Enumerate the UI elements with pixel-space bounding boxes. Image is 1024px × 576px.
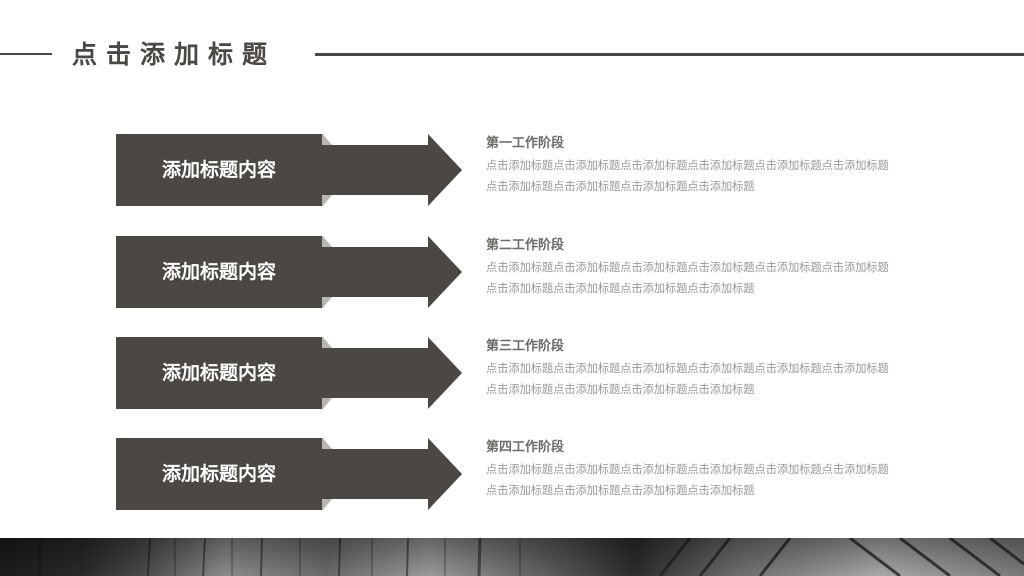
arrow-shape bbox=[116, 235, 462, 309]
step-body-line[interactable]: 点击添加标题点击添加标题点击添加标题点击添加标题 bbox=[486, 382, 755, 396]
step-body-line[interactable]: 点击添加标题点击添加标题点击添加标题点击添加标题 bbox=[486, 179, 755, 193]
box-label[interactable]: 添加标题内容 bbox=[161, 159, 276, 181]
step-text: 第三工作阶段 点击添加标题点击添加标题点击添加标题点击添加标题点击添加标题点击添… bbox=[486, 338, 946, 400]
step-body-line[interactable]: 点击添加标题点击添加标题点击添加标题点击添加标题点击添加标题点击添加标题 bbox=[486, 159, 889, 172]
box-label[interactable]: 添加标题内容 bbox=[161, 362, 276, 384]
photo-image bbox=[0, 538, 1024, 576]
arrow-shape bbox=[116, 437, 462, 511]
bottom-photo-strip bbox=[0, 538, 1024, 576]
step-text: 第一工作阶段 点击添加标题点击添加标题点击添加标题点击添加标题点击添加标题点击添… bbox=[486, 135, 946, 197]
arrow-shape bbox=[116, 336, 462, 410]
arrow-shape bbox=[116, 133, 462, 207]
step-row-2: 添加标题内容 第二工作阶段 点击添加标题点击添加标题点击添加标题点击添加标题点击… bbox=[0, 235, 1024, 311]
step-row-4: 添加标题内容 第四工作阶段 点击添加标题点击添加标题点击添加标题点击添加标题点击… bbox=[0, 437, 1024, 513]
step-text: 第二工作阶段 点击添加标题点击添加标题点击添加标题点击添加标题点击添加标题点击添… bbox=[486, 237, 946, 299]
step-heading[interactable]: 第三工作阶段 bbox=[486, 339, 565, 354]
step-body-line[interactable]: 点击添加标题点击添加标题点击添加标题点击添加标题点击添加标题点击添加标题 bbox=[486, 362, 889, 375]
step-body-line[interactable]: 点击添加标题点击添加标题点击添加标题点击添加标题点击添加标题点击添加标题 bbox=[486, 261, 889, 274]
step-body-line[interactable]: 点击添加标题点击添加标题点击添加标题点击添加标题点击添加标题点击添加标题 bbox=[486, 463, 889, 476]
step-row-3: 添加标题内容 第三工作阶段 点击添加标题点击添加标题点击添加标题点击添加标题点击… bbox=[0, 336, 1024, 412]
step-body-line[interactable]: 点击添加标题点击添加标题点击添加标题点击添加标题 bbox=[486, 281, 755, 295]
box-label[interactable]: 添加标题内容 bbox=[161, 261, 276, 283]
page-title[interactable]: 点击添加标题 bbox=[72, 40, 277, 69]
header-line-left bbox=[0, 53, 52, 55]
step-body-line[interactable]: 点击添加标题点击添加标题点击添加标题点击添加标题 bbox=[486, 483, 755, 497]
header-line-right bbox=[315, 53, 1024, 56]
step-heading[interactable]: 第二工作阶段 bbox=[486, 238, 565, 253]
box-label[interactable]: 添加标题内容 bbox=[161, 463, 276, 485]
step-heading[interactable]: 第一工作阶段 bbox=[486, 136, 565, 151]
step-heading[interactable]: 第四工作阶段 bbox=[486, 440, 565, 455]
step-row-1: 添加标题内容 第一工作阶段 点击添加标题点击添加标题点击添加标题点击添加标题点击… bbox=[0, 133, 1024, 209]
step-text: 第四工作阶段 点击添加标题点击添加标题点击添加标题点击添加标题点击添加标题点击添… bbox=[486, 439, 946, 501]
